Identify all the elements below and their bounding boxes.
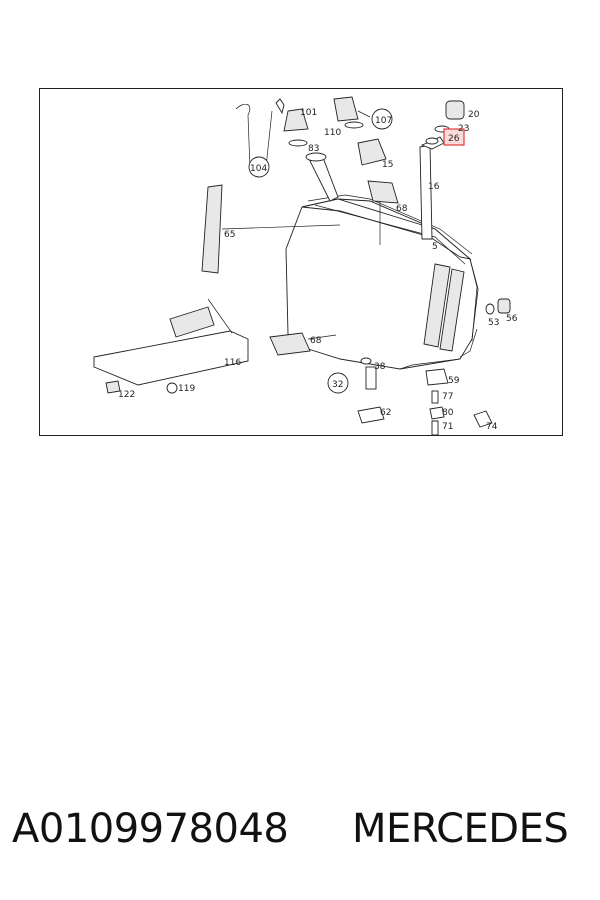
label-59: 59 [448,376,460,386]
label-104: 104 [250,164,267,174]
pump-assembly [333,96,387,166]
grommets-53-56 [485,298,511,315]
label-56: 56 [506,314,518,324]
label-32: 32 [332,380,343,390]
brand-name: MERCEDES [352,806,569,852]
label-68-top: 68 [396,204,408,214]
label-110: 110 [324,128,341,138]
part-number: A0109978048 [12,806,289,852]
parts-diagram: 101 110 107 83 104 15 20 23 26 16 68 5 6… [39,88,563,436]
label-38: 38 [374,362,386,372]
filler-neck [305,152,339,202]
highlight-box-26[interactable] [443,128,465,146]
label-68-bottom: 68 [310,336,322,346]
label-83: 83 [308,144,319,154]
label-101: 101 [300,108,317,118]
label-77: 77 [442,392,453,402]
label-23: 23 [458,124,469,134]
label-71: 71 [442,422,453,432]
fasteners-119-122 [105,380,178,394]
label-116: 116 [224,358,241,368]
boot-assembly [235,98,309,170]
tray-116 [93,298,249,386]
callout-circle-32 [327,372,349,394]
label-80: 80 [442,408,454,418]
label-107: 107 [375,116,392,126]
label-65: 65 [224,230,235,240]
label-119: 119 [178,384,195,394]
pad-68-top [367,180,399,245]
label-74: 74 [486,422,498,432]
fuel-tank [285,194,479,370]
label-26[interactable]: 26 [448,134,460,144]
footer: A0109978048 MERCEDES [0,806,600,866]
pad-68-bottom [269,332,337,356]
label-122: 122 [118,390,135,400]
label-15: 15 [382,160,393,170]
label-5: 5 [432,242,438,252]
cap-assembly [425,100,465,145]
label-62: 62 [380,408,391,418]
label-16: 16 [428,182,440,192]
sender-unit-assembly [357,357,493,436]
label-53: 53 [488,318,499,328]
callout-circle-104 [248,156,270,178]
label-20: 20 [468,110,480,120]
fuel-tank-exploded-view: 101 110 107 83 104 15 20 23 26 16 68 5 6… [93,96,518,436]
tank-strap-65 [201,184,341,274]
callout-circle-107 [371,108,393,130]
